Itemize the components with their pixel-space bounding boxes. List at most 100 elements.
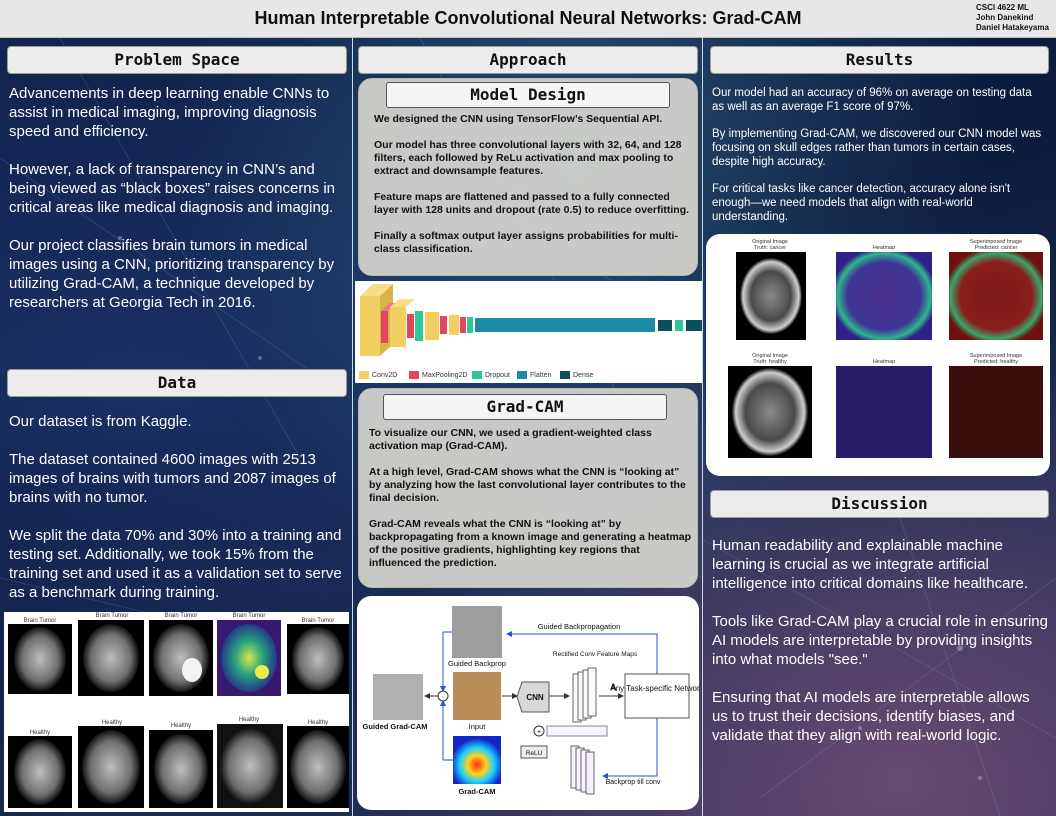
title-bar: Human Interpretable Convolutional Neural… <box>0 0 1056 38</box>
guided-backprop-image <box>452 606 502 658</box>
cancer-superimposed <box>949 252 1043 340</box>
grad-cam-text: To visualize our CNN, we used a gradient… <box>369 427 693 583</box>
healthy-heatmap <box>836 366 932 458</box>
problem-paragraph-3: Our project classifies brain tumors in m… <box>9 237 335 311</box>
legend-dropout: Dropout <box>472 371 510 379</box>
mri-tumor-3 <box>153 624 209 692</box>
healthy-superimposed <box>949 366 1043 458</box>
maxpool-swatch <box>409 371 419 379</box>
tumor-highlight <box>182 658 202 682</box>
backprop-till-conv-arrow <box>602 718 658 779</box>
svg-text:+: + <box>537 729 541 736</box>
original-cancer-mri <box>740 258 802 334</box>
results-figure: Original Image Truth: cancer Heatmap Sup… <box>706 234 1050 476</box>
tumor-label-3: Brain Tumor <box>165 613 198 619</box>
discussion-heading: Discussion <box>710 490 1049 518</box>
grad-cam-diagram: Guided Backprop Guided Grad-CAM · Input … <box>357 596 705 810</box>
guided-backprop-arrow-label: Guided Backpropagation <box>538 622 621 631</box>
discussion-paragraph-3: Ensuring that AI models are interpretabl… <box>712 689 1030 744</box>
model-design-panel: Model Design We designed the CNN using T… <box>358 78 698 276</box>
column-divider-1 <box>352 38 353 816</box>
heatmap-title-2: Heatmap <box>873 359 895 365</box>
discussion-paragraph-2: Tools like Grad-CAM play a crucial role … <box>712 613 1048 668</box>
gradcam-paragraph-2: At a high level, Grad-CAM shows what the… <box>369 466 686 504</box>
multiply-symbol: · <box>442 694 444 701</box>
results-heading: Results <box>710 46 1049 74</box>
cancer-heatmap <box>836 252 932 340</box>
legend-conv2d: Conv2D <box>359 371 397 379</box>
results-paragraph-3: For critical tasks like cancer detection… <box>712 183 1011 223</box>
author-2: Daniel Hatakeyama <box>976 23 1049 32</box>
legend-dense-label: Dense <box>573 371 594 379</box>
data-paragraph-2: The dataset contained 4600 images with 2… <box>9 451 336 506</box>
mri-tumor-2 <box>83 624 139 692</box>
conv2d-swatch <box>359 371 369 379</box>
task-specific-network-label: Any Task-specific Network <box>610 684 699 693</box>
results-paragraph-1: Our model had an accuracy of 96% on aver… <box>712 87 1032 113</box>
problem-paragraph-1: Advancements in deep learning enable CNN… <box>9 85 330 140</box>
gradcam-paragraph-1: To visualize our CNN, we used a gradient… <box>369 427 652 452</box>
legend-maxpooling2d: MaxPooling2D <box>409 371 468 379</box>
superimposed-title-2: Superimposed Image <box>970 353 1022 359</box>
legend-flatten-label: Flatten <box>530 371 552 379</box>
guided-gradcam-image <box>373 674 423 720</box>
healthy-label-4: Healthy <box>239 717 259 723</box>
data-paragraph-1: Our dataset is from Kaggle. <box>9 413 192 430</box>
heatmap-title-1: Heatmap <box>873 245 895 251</box>
healthy-label-2: Healthy <box>102 720 122 726</box>
relu-label: ReLU <box>526 750 543 757</box>
model-design-heading: Model Design <box>386 82 670 108</box>
cnn-architecture-figure: Conv2D MaxPooling2D Dropout Flatten Dens… <box>355 281 702 383</box>
guided-gradcam-label: Guided Grad-CAM <box>363 722 428 731</box>
dense-swatch <box>560 371 570 379</box>
course-code: CSCI 4622 ML <box>976 3 1029 12</box>
tumor-label-4: Brain Tumor <box>233 613 266 619</box>
guided-backprop-label: Guided Backprop <box>448 659 506 668</box>
truth-label-2: Truth: healthy <box>753 359 787 365</box>
truth-label-1: Truth: cancer <box>754 245 786 251</box>
input-label: Input <box>469 722 487 731</box>
flatten-swatch <box>517 371 527 379</box>
author-1: John Danekind <box>976 13 1034 22</box>
gradcam-results-svg: Original Image Truth: cancer Heatmap Sup… <box>728 239 1043 458</box>
legend-conv2d-label: Conv2D <box>372 371 398 379</box>
gradient-weights: + ReLU <box>520 725 608 759</box>
backprop-till-conv-label: Backprop till conv <box>606 779 661 786</box>
discussion-text: Human readability and explainable machin… <box>712 536 1048 745</box>
discussion-paragraph-1: Human readability and explainable machin… <box>712 537 1028 592</box>
cnn-label: CNN <box>526 693 544 702</box>
tumor-label-5: Brain Tumor <box>302 618 335 624</box>
superimposed-title-1: Superimposed Image <box>970 239 1022 245</box>
a-label: A <box>610 682 617 692</box>
results-text: Our model had an accuracy of 96% on aver… <box>712 86 1046 224</box>
poster-title: Human Interpretable Convolutional Neural… <box>254 8 802 28</box>
problem-paragraph-2: However, a lack of transparency in CNN’s… <box>9 161 335 216</box>
original-image-title-1: Original Image <box>752 239 788 245</box>
results-paragraph-2: By implementing Grad-CAM, we discovered … <box>712 128 1042 168</box>
approach-heading: Approach <box>358 46 698 74</box>
data-paragraph-3: We split the data 70% and 30% into a tra… <box>9 527 342 601</box>
grad-cam-heading: Grad-CAM <box>383 394 667 420</box>
dropout-swatch <box>472 371 482 379</box>
cnn-layer-diagram <box>360 284 702 356</box>
healthy-label-1: Healthy <box>30 730 50 736</box>
mri-healthy-1 <box>14 739 66 805</box>
tumor-label-1: Brain Tumor <box>24 618 57 624</box>
mri-tumor-1 <box>14 627 66 691</box>
legend-dropout-label: Dropout <box>485 371 510 379</box>
predicted-label-2: Predicted: healthy <box>974 359 1018 365</box>
model-paragraph-1: We designed the CNN using TensorFlow’s S… <box>374 113 663 125</box>
feature-maps-stack <box>572 667 597 723</box>
guided-backprop-arrow <box>506 631 658 674</box>
task-specific-network-box <box>624 673 690 719</box>
grad-cam-panel: Grad-CAM To visualize our CNN, we used a… <box>358 388 698 588</box>
healthy-label-3: Healthy <box>171 723 191 729</box>
mri-healthy-2 <box>82 730 140 804</box>
mri-sample-grid: Brain Tumor Brain Tumor Brain Tumor Brai… <box>4 612 349 812</box>
mri-sample-images: Brain Tumor Brain Tumor Brain Tumor Brai… <box>8 613 349 808</box>
model-design-text: We designed the CNN using TensorFlow’s S… <box>374 113 692 269</box>
model-paragraph-3: Feature maps are flattened and passed to… <box>374 191 690 216</box>
predicted-label-1: Predicted: cancer <box>975 245 1018 251</box>
healthy-label-5: Healthy <box>308 720 328 726</box>
rectified-conv-label: Rectified Conv Feature Maps <box>553 651 638 658</box>
